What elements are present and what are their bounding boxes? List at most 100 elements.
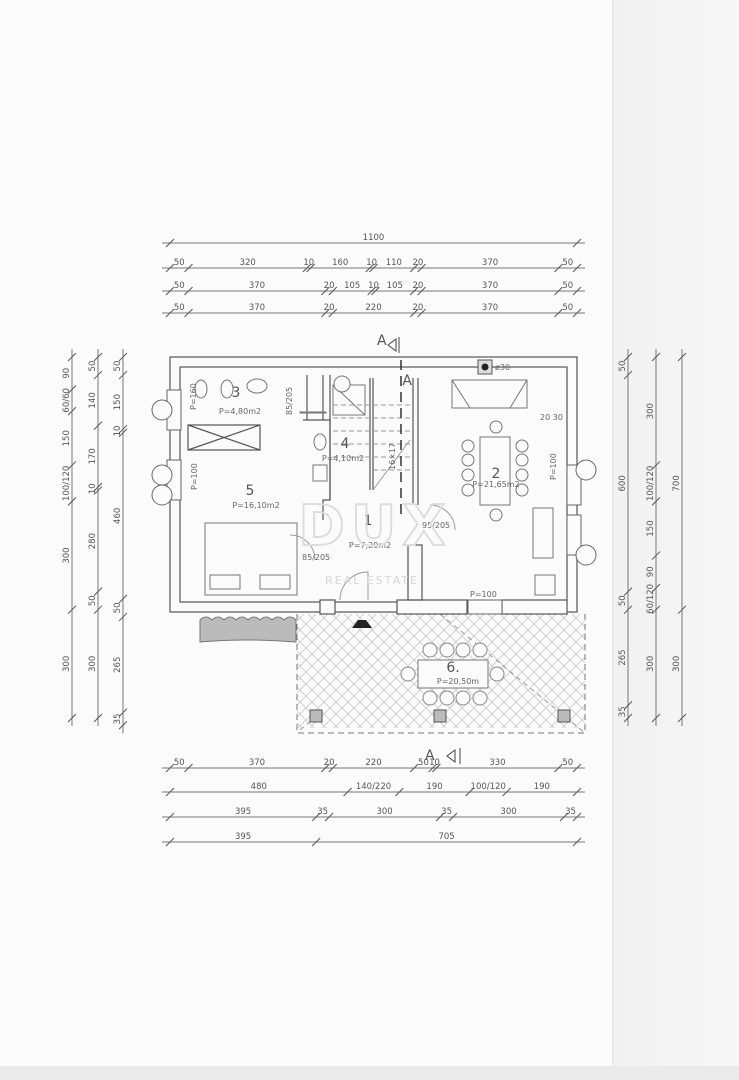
windows: [151, 389, 597, 615]
dimension-tick: [118, 594, 128, 604]
dimension-label: 50: [562, 303, 573, 313]
dimension-tick: [184, 263, 193, 273]
dimension-label: 370: [249, 303, 265, 313]
dimension-label: 100/120: [471, 782, 506, 792]
dimension-label: 100/120: [646, 466, 656, 501]
column: [309, 709, 323, 723]
dimension-label: 705: [438, 832, 454, 842]
dimension-label: 105: [344, 281, 360, 291]
dimension-tick: [93, 713, 103, 723]
dimension-tick: [165, 263, 175, 273]
flue-icon: [481, 363, 489, 371]
dimension-label: 300: [62, 547, 72, 563]
dimension-label: 370: [482, 258, 498, 268]
dimension-tick: [572, 286, 582, 296]
dimension-label: 10: [303, 258, 314, 268]
dimension-label: 20: [324, 758, 335, 768]
dimension-tick: [623, 352, 633, 362]
terrace: 6. P=20,50m: [296, 613, 586, 734]
dimension-label: 50: [562, 258, 573, 268]
dimension-label: 35: [113, 713, 123, 724]
dimension-tick: [184, 308, 193, 318]
window-right-label: P=100: [549, 453, 558, 480]
dimension-label: 150: [113, 394, 123, 410]
dimension-tick: [623, 605, 633, 615]
dimension-label: 100/120: [62, 466, 72, 501]
dimension-tick: [67, 605, 77, 615]
dimension-label: 265: [113, 657, 123, 673]
dimension-label: 150: [646, 520, 656, 536]
dimension-tick: [118, 424, 128, 434]
wall-right-label: 20 30: [540, 413, 563, 422]
section-marker-bottom-label: A: [425, 748, 435, 764]
dimension-tick: [554, 263, 563, 273]
door-bath-label: 85/205: [285, 387, 294, 415]
dimension-tick: [67, 385, 77, 394]
room-4-number: 4: [341, 436, 350, 452]
dimension-tick: [321, 286, 330, 296]
dimension-label: 50: [174, 303, 185, 313]
dimension-label: 50: [618, 361, 628, 372]
dimension-tick: [559, 812, 569, 822]
dimension-tick: [651, 497, 661, 506]
watermark-logo: DUX: [298, 494, 451, 559]
room-4-area: P=4,10m2: [322, 454, 364, 463]
dimension-tick: [184, 286, 193, 296]
room-6-area: P=20,50m: [437, 677, 479, 686]
hedge: [199, 616, 297, 643]
room-3-area: P=4,80m2: [219, 407, 261, 416]
dimension-tick: [118, 370, 128, 380]
dimension-tick: [651, 605, 661, 615]
dimension-tick: [165, 308, 175, 318]
dimension-tick: [651, 551, 661, 560]
dimension-label: 370: [482, 281, 498, 291]
dimension-tick: [328, 308, 338, 318]
fixtures: [194, 375, 366, 596]
dimension-label: 300: [88, 656, 98, 672]
dimension-tick: [677, 713, 687, 723]
dimension-tick: [432, 763, 441, 773]
dimension-tick: [417, 263, 426, 273]
room-5-number: 5: [246, 483, 255, 499]
dimension-tick: [184, 763, 193, 773]
dimension-label: 1100: [363, 233, 385, 243]
stairs-label: 16×17: [388, 443, 397, 470]
dimension-label: 160: [332, 258, 348, 268]
dimension-tick: [651, 583, 661, 593]
dimension-tick: [435, 812, 445, 822]
dimension-tick: [118, 720, 128, 730]
dimension-label: 60/60: [62, 388, 72, 413]
dimension-label: 20: [324, 303, 335, 313]
window-bath-label: P=160: [189, 383, 198, 410]
dimension-tick: [428, 763, 438, 773]
room-3-number: 3: [232, 385, 241, 401]
dimension-label: 300: [376, 807, 392, 817]
dimension-label: 50: [113, 602, 123, 613]
dimension-tick: [118, 428, 128, 438]
scan-page-edge: [612, 0, 739, 1080]
dimension-tick: [118, 612, 128, 622]
dimension-label: 50: [174, 258, 185, 268]
dimension-tick: [343, 787, 352, 797]
dimension-tick: [302, 263, 312, 273]
dimension-label: 10: [368, 281, 379, 291]
dimension-tick: [321, 308, 330, 318]
dimension-label: 370: [482, 303, 498, 313]
dimension-tick: [67, 406, 77, 416]
dimension-tick: [409, 263, 419, 273]
dimension-label: 20: [412, 258, 423, 268]
dimension-tick: [465, 787, 475, 797]
dimension-label: 50: [174, 281, 185, 291]
dimension-tick: [93, 352, 103, 362]
dimension-tick: [93, 421, 103, 430]
dimension-label: 20: [412, 303, 423, 313]
dimension-tick: [306, 263, 315, 273]
dimension-tick: [651, 352, 661, 362]
dimension-label: 110: [386, 258, 402, 268]
dimension-tick: [677, 605, 687, 615]
dimension-tick: [165, 763, 175, 773]
window-bottom-label: P=100: [470, 590, 497, 599]
dimension-label: 140/220: [356, 782, 391, 792]
dimension-label: 220: [365, 758, 381, 768]
dimension-tick: [417, 286, 426, 296]
